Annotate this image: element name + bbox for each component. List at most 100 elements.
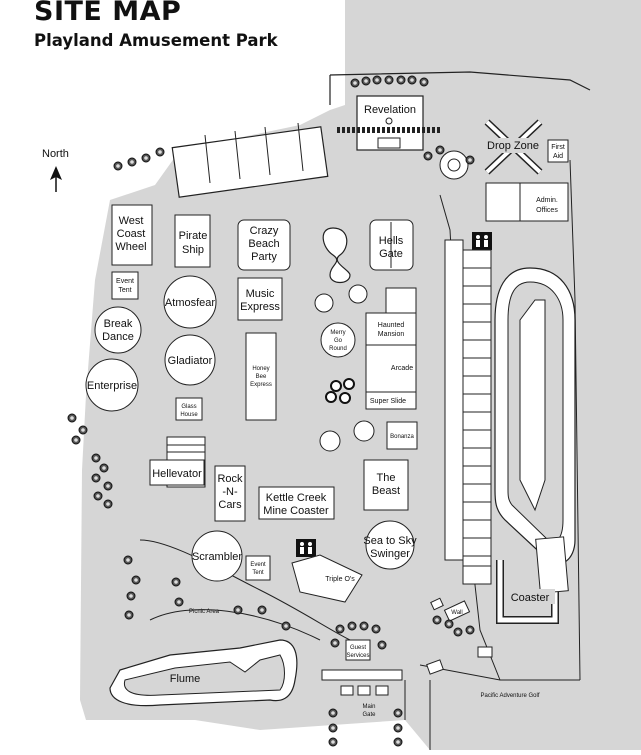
event-tent-bottom[interactable]: Event Tent xyxy=(245,555,271,581)
label-pacific-golf: Pacific Adventure Golf xyxy=(480,693,539,699)
label-arcade[interactable]: Arcade xyxy=(391,365,413,372)
crazy-beach-party-ride[interactable]: Crazy Beach Party xyxy=(237,219,291,271)
figure-eight-track xyxy=(322,227,351,284)
small-ride xyxy=(319,430,341,452)
label-mgr-1: Merry xyxy=(330,330,345,336)
small-ride xyxy=(353,420,375,442)
label-wcw-1: West xyxy=(119,215,144,227)
label-rock-3: Cars xyxy=(218,499,242,511)
restroom-icon xyxy=(296,539,316,557)
break-dance-ride[interactable]: Break Dance xyxy=(94,306,142,354)
label-pirate-2: Ship xyxy=(182,244,204,256)
label-super-slide[interactable]: Super Slide xyxy=(370,398,406,405)
glass-house[interactable]: Glass House xyxy=(175,397,203,421)
small-ride xyxy=(314,293,334,313)
event-tent-top[interactable]: Event Tent xyxy=(111,271,139,300)
path-outline xyxy=(569,159,581,681)
label-honey-1: Honey xyxy=(252,366,269,372)
kettle-creek-mine-coaster[interactable]: Kettle Creek Mine Coaster xyxy=(258,486,335,520)
path-outline xyxy=(419,664,580,681)
label-hells-1: Hells xyxy=(379,235,404,247)
sea-to-sky-swinger-ride[interactable]: Sea to Sky Swinger xyxy=(363,520,417,570)
label-atmosfear: Atmosfear xyxy=(165,297,215,309)
enterprise-ride[interactable]: Enterprise xyxy=(85,358,139,412)
label-break-2: Dance xyxy=(102,331,134,343)
label-first-aid-1: First xyxy=(551,144,565,151)
bonanza-building[interactable]: Bonanza xyxy=(386,421,418,450)
music-express-ride[interactable]: Music Express xyxy=(237,277,283,321)
label-cbp-1: Crazy xyxy=(250,225,279,237)
guest-services-building[interactable]: Guest Services xyxy=(345,639,371,661)
the-beast-ride[interactable]: The Beast xyxy=(363,459,409,511)
path-outline xyxy=(329,71,591,91)
admin-offices-building[interactable]: Admin. Offices xyxy=(485,182,569,222)
label-mgr-2: Go xyxy=(334,338,343,344)
restroom-icon xyxy=(472,232,492,250)
label-rock-2: -N- xyxy=(222,486,238,498)
main-gate[interactable]: Main Gate xyxy=(321,669,403,718)
path-outline xyxy=(139,539,351,641)
label-event-tent-b2: Tent xyxy=(252,570,264,576)
label-glass-2: House xyxy=(180,412,198,418)
label-first-aid-2: Aid xyxy=(553,153,563,160)
first-aid-building[interactable]: First Aid xyxy=(547,139,569,163)
label-music-1: Music xyxy=(246,288,275,300)
pirate-ship-ride[interactable]: Pirate Ship xyxy=(174,214,211,268)
drop-zone-ride[interactable]: Drop Zone xyxy=(439,119,543,180)
label-kettle-2: Mine Coaster xyxy=(263,505,329,517)
label-break-1: Break xyxy=(104,318,133,330)
label-kettle-1: Kettle Creek xyxy=(266,492,327,504)
label-event-tent-2: Tent xyxy=(118,287,131,294)
label-haunted-1[interactable]: Haunted xyxy=(378,322,405,329)
path-outline xyxy=(149,609,321,641)
label-honey-3: Express xyxy=(250,382,272,388)
label-revelation: Revelation xyxy=(364,104,416,116)
label-triple-os: Triple O's xyxy=(325,576,355,583)
label-flume: Flume xyxy=(170,673,201,685)
page-title: SITE MAP xyxy=(34,0,182,27)
label-sea-1: Sea to Sky xyxy=(363,535,417,547)
label-event-tent-b1: Event xyxy=(250,562,266,568)
label-honey-2: Bee xyxy=(256,374,267,380)
label-scrambler: Scrambler xyxy=(192,551,242,563)
small-ride xyxy=(348,284,368,304)
label-beast-1: The xyxy=(377,472,396,484)
triple-os-restaurant[interactable]: Triple O's xyxy=(291,554,363,603)
flume-ride[interactable]: Flume xyxy=(109,639,298,707)
label-rock-1: Rock xyxy=(217,473,243,485)
label-event-tent-1: Event xyxy=(116,278,134,285)
west-coast-wheel-ride[interactable]: West Coast Wheel xyxy=(111,204,153,266)
label-sea-2: Swinger xyxy=(370,548,410,560)
north-arrow-icon xyxy=(50,166,62,192)
rock-n-cars-ride[interactable]: Rock -N- Cars xyxy=(214,465,246,522)
spinning-cups-ride xyxy=(325,378,355,404)
gladiator-ride[interactable]: Gladiator xyxy=(164,334,216,386)
wooden-coaster-track[interactable]: Coaster xyxy=(494,267,576,624)
path-outline xyxy=(404,680,431,750)
label-wall: Wall xyxy=(451,610,462,616)
atmosfear-ride[interactable]: Atmosfear xyxy=(163,275,217,329)
revelation-ride[interactable]: Revelation xyxy=(337,95,440,151)
scrambler-ride[interactable]: Scrambler xyxy=(191,530,243,582)
honey-bee-express-ride[interactable]: Honey Bee Express xyxy=(245,332,277,421)
label-music-2: Express xyxy=(240,301,280,313)
label-cbp-3: Party xyxy=(251,251,277,263)
small-building xyxy=(426,659,444,675)
label-enterprise: Enterprise xyxy=(87,380,137,392)
mansion-arcade-block xyxy=(365,287,417,410)
label-main-gate-1: Main xyxy=(362,704,375,710)
label-admin-1: Admin. xyxy=(536,197,558,204)
label-haunted-2[interactable]: Mansion xyxy=(378,331,405,338)
merry-go-round-ride[interactable]: Merry Go Round xyxy=(320,322,356,358)
label-hells-2: Gate xyxy=(379,248,403,260)
midway-buildings xyxy=(444,239,492,585)
label-pirate-1: Pirate xyxy=(179,230,208,242)
label-coaster: Coaster xyxy=(511,592,550,604)
hellevator-ride[interactable]: Hellevator xyxy=(149,436,206,488)
climbing-wall[interactable]: Wall xyxy=(430,597,471,622)
hells-gate-ride[interactable]: Hells Gate xyxy=(369,219,414,271)
label-cbp-2: Beach xyxy=(248,238,279,250)
label-drop-zone: Drop Zone xyxy=(487,140,539,152)
